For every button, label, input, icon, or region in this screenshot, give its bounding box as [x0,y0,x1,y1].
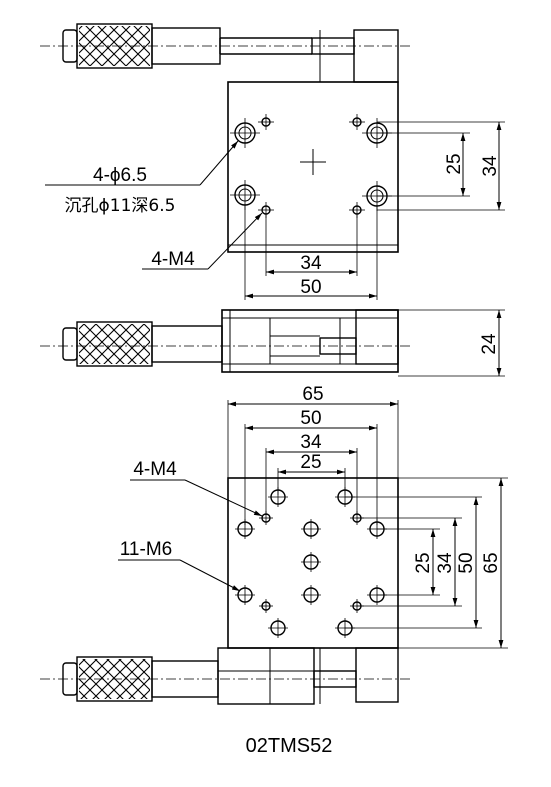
top-plate [227,81,399,253]
m6-hole [301,519,321,539]
counterbore-hole [230,118,260,148]
tapped-hole [258,114,274,130]
m6-hole [268,487,288,507]
micrometer-bottom [40,647,410,705]
m4-hole [259,511,273,525]
dim-bottom-h-25: 25 [300,452,321,473]
dim-bottom-h-34: 34 [300,432,322,453]
m6-hole [235,519,255,539]
callout-counterbore-count: 4-ϕ6.5 [93,165,147,186]
dim-top-v-outer: 34 [480,155,501,177]
m4-hole [259,599,273,613]
bottom-plate [227,477,399,649]
dim-bottom-v-50: 50 [456,552,477,573]
micrometer-top [40,23,410,83]
m6-hole [268,618,288,638]
callout-counterbore-spec: 沉孔ϕ11深6.5 [65,196,176,216]
callout-bottom-m6: 11-M6 [120,539,172,560]
dim-side-height: 24 [479,333,500,355]
top-view: 25 34 34 50 4-ϕ6.5 沉孔ϕ11深6.5 4-M4 [40,23,505,300]
callout-top-tapped: 4-M4 [151,249,195,270]
dim-bottom-v-65: 65 [481,552,502,573]
m6-hole [301,552,321,572]
m6-hole [301,585,321,605]
callout-bottom-m4: 4-M4 [133,459,177,480]
dim-bottom-h-65: 65 [302,384,323,405]
dim-top-h-outer: 50 [300,277,321,298]
dim-bottom-v-25: 25 [413,552,434,573]
model-title: 02TMS52 [246,735,333,757]
micrometer-side [62,321,223,367]
dim-bottom-h-50: 50 [300,408,321,429]
tapped-hole [349,114,365,130]
bottom-view: 65 50 34 25 25 [40,384,508,705]
dim-top-h-inner: 34 [300,253,322,274]
side-body [221,309,399,373]
dim-bottom-v-34: 34 [435,552,456,574]
side-view: 24 [40,309,505,377]
dim-top-v-inner: 25 [444,153,465,174]
m6-hole [235,585,255,605]
